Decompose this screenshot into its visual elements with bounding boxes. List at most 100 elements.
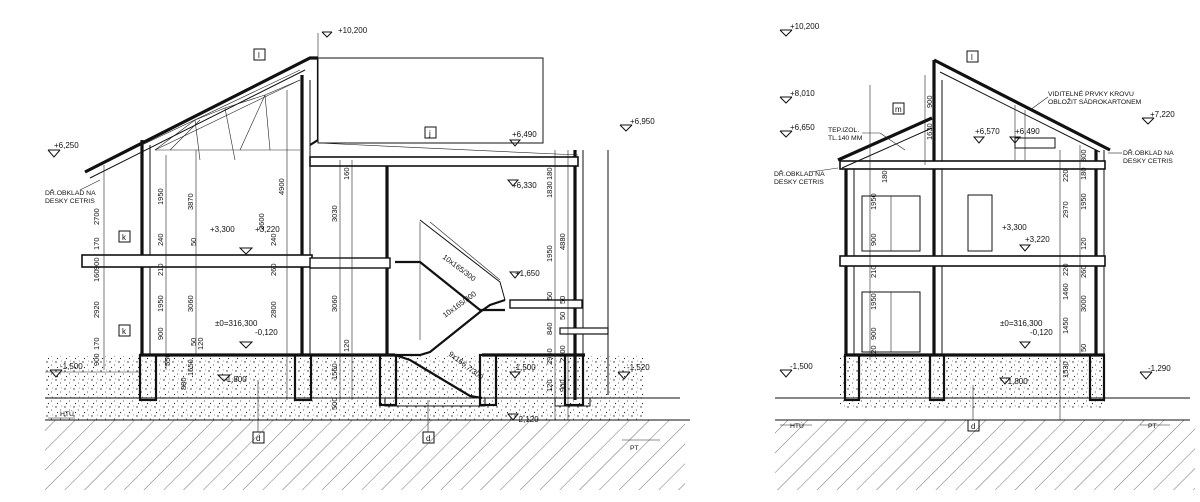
tag-marker: d (967, 385, 980, 432)
svg-text:+6,650: +6,650 (790, 123, 815, 132)
level-mark: +3,300 (210, 225, 235, 234)
svg-text:1630: 1630 (925, 123, 934, 140)
tag-marker: k (118, 324, 131, 337)
right-foundations (843, 353, 1106, 402)
right-openings (861, 194, 993, 353)
svg-text:50: 50 (189, 338, 198, 346)
svg-text:+3,300: +3,300 (1002, 223, 1027, 232)
svg-text:+6,570: +6,570 (975, 127, 1000, 136)
left-ground (45, 356, 690, 490)
svg-text:2700: 2700 (92, 208, 101, 225)
tag-marker: j (424, 126, 437, 139)
svg-text:1830: 1830 (545, 181, 554, 198)
left-roof (84, 56, 579, 179)
svg-text:+6,490: +6,490 (1015, 127, 1040, 136)
tag-marker: l (253, 48, 266, 61)
svg-text:DŘ.OBKLAD NA: DŘ.OBKLAD NA (45, 188, 96, 197)
level-mark: -0,120 (238, 328, 278, 349)
level-mark: -1,500 (508, 363, 536, 379)
left-dimension-chain-outer: 2700 170 900 160 2920 170 900 (92, 165, 105, 370)
svg-text:240: 240 (156, 233, 165, 246)
level-mark: -1,520 (617, 363, 650, 380)
svg-text:k: k (122, 233, 127, 242)
right-notes: TEP.IZOL. TL.140 MM VIDITELNÉ PRVKY KROV… (774, 50, 1174, 432)
svg-text:50: 50 (545, 292, 554, 300)
svg-text:1950: 1950 (156, 295, 165, 312)
svg-text:d: d (971, 422, 975, 431)
svg-text:1530: 1530 (1061, 361, 1070, 378)
svg-text:-1,800: -1,800 (224, 375, 247, 384)
svg-text:-1,520: -1,520 (627, 363, 650, 372)
level-mark: +10,200 (779, 22, 820, 37)
svg-text:+7,220: +7,220 (1150, 110, 1175, 119)
svg-text:HTÚ: HTÚ (790, 421, 804, 430)
level-mark: +6,570 (972, 127, 1000, 144)
tag-marker: k (118, 230, 131, 243)
svg-text:+3,220: +3,220 (1025, 235, 1050, 244)
level-mark: +7,220 (1141, 110, 1175, 125)
svg-text:1460: 1460 (1061, 283, 1070, 300)
level-mark: -0,120 (1018, 328, 1053, 349)
level-mark: -1,800 (216, 374, 247, 384)
svg-text:-0,120: -0,120 (255, 328, 278, 337)
svg-text:PT: PT (630, 445, 639, 452)
left-notes: DŘ.OBKLAD NA DESKY CETRIS l j k k d d HT… (45, 48, 660, 452)
right-roof (837, 58, 1111, 169)
tag-marker: m (892, 102, 905, 115)
right-section: +10,200 +8,010 +6,650 +6,570 +6,490 +7,2… (774, 22, 1195, 490)
svg-text:TEP.IZOL.: TEP.IZOL. (828, 127, 859, 134)
svg-text:1550: 1550 (186, 359, 195, 376)
svg-text:260: 260 (269, 263, 278, 276)
svg-text:-0,120: -0,120 (1030, 328, 1053, 337)
level-mark: +3,300 (1002, 223, 1027, 232)
svg-text:DŘ.OBKLAD NA: DŘ.OBKLAD NA (1123, 148, 1174, 157)
svg-text:1950: 1950 (1079, 193, 1088, 210)
level-mark: -2,120 (506, 413, 539, 424)
level-mark: +6,250 (47, 141, 79, 158)
svg-text:OBLOŽIT SÁDROKARTONEM: OBLOŽIT SÁDROKARTONEM (1048, 97, 1142, 106)
svg-text:500: 500 (330, 397, 339, 410)
svg-text:j: j (428, 129, 431, 138)
svg-text:900: 900 (92, 257, 101, 270)
svg-text:d: d (256, 434, 260, 443)
level-mark: -1,500 (779, 362, 813, 378)
svg-text:1950: 1950 (156, 188, 165, 205)
svg-text:2920: 2920 (92, 301, 101, 318)
svg-text:1450: 1450 (1061, 317, 1070, 334)
level-mark: +6,950 (619, 117, 655, 132)
svg-text:160: 160 (342, 167, 351, 180)
svg-text:HTÚ: HTÚ (60, 409, 74, 418)
tag-marker: d (422, 400, 435, 444)
svg-text:120: 120 (342, 339, 351, 352)
level-mark: -1,290 (1139, 364, 1171, 380)
left-level-marks: +10,200 +6,250 +6,490 +6,950 +6,330 +3,3… (47, 26, 655, 424)
svg-text:50: 50 (558, 296, 567, 304)
svg-text:170: 170 (92, 237, 101, 250)
level-mark: ±0=316,300 (215, 319, 258, 328)
tag-marker: l (966, 50, 979, 63)
level-mark: +6,490 (1008, 127, 1040, 144)
svg-text:550: 550 (163, 353, 172, 366)
level-mark: +6,330 (506, 179, 537, 190)
left-foundations (138, 353, 591, 407)
left-dimension-chain-inner: 3030 160 3060 120 1550 500 180 1830 4880… (330, 150, 569, 420)
svg-text:900: 900 (558, 379, 567, 392)
tag-marker: d (252, 380, 265, 444)
svg-text:210: 210 (156, 263, 165, 276)
svg-text:4900: 4900 (277, 178, 286, 195)
svg-text:1550: 1550 (330, 363, 339, 380)
svg-text:120: 120 (1079, 237, 1088, 250)
svg-text:3060: 3060 (186, 295, 195, 312)
svg-text:+8,010: +8,010 (790, 89, 815, 98)
svg-text:220: 220 (1061, 169, 1070, 182)
svg-text:900: 900 (869, 233, 878, 246)
right-level-marks: +10,200 +8,010 +6,650 +6,570 +6,490 +7,2… (779, 22, 1175, 386)
svg-text:900: 900 (92, 353, 101, 366)
svg-text:120: 120 (196, 337, 205, 350)
svg-text:900: 900 (156, 327, 165, 340)
svg-text:±0=316,300: ±0=316,300 (1000, 319, 1043, 328)
svg-text:120: 120 (545, 379, 554, 392)
svg-text:l: l (971, 53, 973, 62)
level-mark: +10,200 (317, 26, 368, 58)
svg-text:50: 50 (189, 238, 198, 246)
